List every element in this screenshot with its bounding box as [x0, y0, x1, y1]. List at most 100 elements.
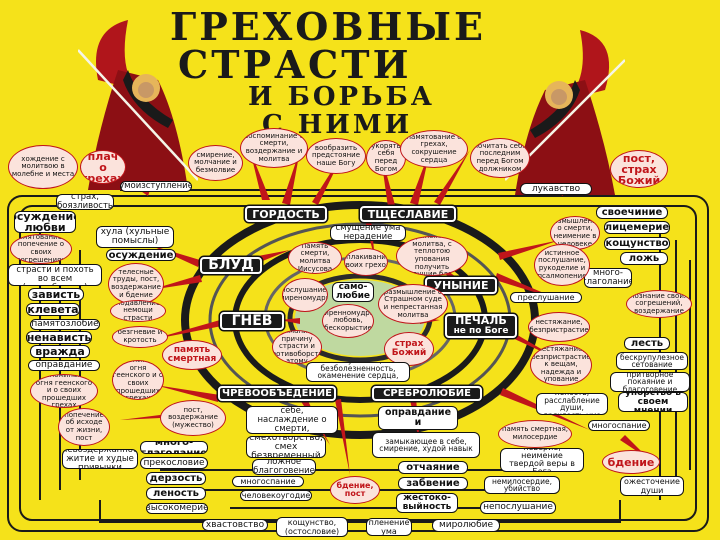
box-sleep: многоспание [588, 420, 650, 431]
oval-attention: попечение об исходе от жизни, пост [58, 408, 110, 446]
passion-vainglory: ТЩЕСЛАВИЕ [360, 206, 456, 222]
box-laziness-sin: леность, расслабление души, дряхлость ум… [536, 393, 608, 415]
box-world-love: миролюбие [432, 519, 500, 532]
passion-sorrow-line1: ПЕЧАЛЬ [455, 314, 507, 327]
box-sleep-left: многоспание [232, 476, 304, 487]
box-false: ложное благоговение [252, 459, 316, 475]
box-lie: ложь [620, 252, 668, 265]
box-unbelief: неверие, неимение твердой веры в Бога [500, 448, 584, 472]
oval-fasting: пост, воздержание (мужество) [160, 400, 226, 436]
oval-gentle: безгневие и кротость [112, 326, 168, 348]
box-enmity: вражда [30, 345, 90, 358]
box-dispute: прекословие [140, 457, 208, 469]
oval-strakh: страх Божий [384, 332, 434, 366]
oval-strakh-line1: страх [394, 339, 424, 349]
box-justification: оправдание [28, 360, 100, 371]
oval-plach-line2: о грехах [81, 160, 125, 184]
box-boasting: хвастовство [202, 519, 268, 531]
box-flattery: лесть [624, 337, 670, 350]
oval-bodily: телесные труды, пост, воздержание и бден… [108, 263, 164, 305]
box-cruelty: жестоко-выйность [396, 493, 458, 513]
passion-despondency: УНЫНИЕ [425, 277, 497, 294]
box-word: слово-оправдание и прекословие [378, 406, 458, 430]
box-arrogance: высокомерие [146, 503, 208, 514]
box-rejection: отчаяние [398, 461, 468, 474]
box-feed: смущение ума нерадение [330, 225, 406, 241]
box-self-love: само-любие [332, 282, 374, 302]
title-line-3: И БОРЬБА [248, 82, 435, 112]
oval-plach-line1: плач [87, 150, 119, 163]
oval-kindness: память смертная, милосердие [498, 420, 572, 448]
box-intemperate: невоздержанное житие и худые привычки [62, 449, 138, 469]
right-angel-figure [505, 30, 625, 195]
oval-prayer-long: прилежная молитва, с теплотою упования п… [396, 236, 468, 276]
passion-avarice: СРЕБРОЛЮБИЕ [372, 386, 482, 401]
passion-gluttony: ЧРЕВООБЪЕДЕНИЕ [218, 386, 336, 401]
oval-strakh-line2: Божий [391, 348, 427, 358]
box-stubbornness: упорство в своем мнении [618, 392, 688, 412]
box-captivity: пленение ума [366, 518, 412, 536]
oval-pamyat: память смертная [162, 340, 222, 370]
box-unprofitable: замыкающее в себе, смирение, худой навык [372, 432, 480, 458]
oval-post: пост, страх Божий [610, 150, 668, 188]
box-disobedience-1: преслушание [510, 292, 582, 303]
oval-hope-god: нестяжание, безпристрастие к вещам, наде… [530, 344, 592, 386]
oval-reflect: размышление о Страшном суде и непрестанн… [378, 284, 448, 324]
oval-mem-pray: память смерти, молитва Иисусова [288, 242, 342, 274]
box-disobedience-2: непослушание [480, 501, 556, 514]
oval-vast: внимание к причину страсти и противоборс… [272, 330, 322, 364]
box-slow: смехотворство, смех безвременный [246, 436, 326, 458]
passion-anger: ГНЕВ [220, 312, 284, 330]
box-shy: умоизступление [120, 181, 192, 192]
oval-mindful: нестяжание, безпристрастие [528, 312, 590, 342]
box-chelovekougodie: человекоугодие [240, 490, 312, 501]
box-rancor: памятозлобие [30, 319, 100, 330]
box-condemnation: осуждение [106, 249, 176, 261]
box-bitterness: ожесточение души [620, 476, 684, 496]
box-shamelessness: бескрупулезное сетование [616, 352, 688, 370]
oval-post-line2: Божий [617, 173, 661, 187]
box-kosch: кощунство, (остословие) [276, 517, 348, 537]
box-pleasing: угождение страсти и похоть во всем (посл… [8, 264, 102, 286]
box-polygl: много-глаголание [140, 441, 208, 454]
box-hula: хула (хульные помыслы) [96, 226, 174, 248]
oval-reproach: укорять себя перед Богом [366, 140, 406, 176]
oval-humility: смирение, молчание и безмолвие [188, 145, 243, 181]
title-line-2: СТРАСТИ [178, 42, 412, 87]
oval-count: почитать себя последним перед Богом долж… [470, 138, 530, 178]
oval-repent: оплакивание своих грехов [344, 248, 388, 276]
passion-sorrow-line2: не по Богe [453, 326, 509, 336]
oval-pamyat-line1: память [173, 345, 211, 355]
oval-bdenie-post: бдение, пост [330, 476, 380, 504]
oval-death-memory: воспоминание о смерти, воздержание и мол… [240, 128, 308, 168]
box-sloth: нечувствие, безболезненность, окаменение… [306, 362, 410, 382]
box-vanity: кощунство [604, 237, 670, 250]
oval-truth: истинное послушание, рукоделие и псалмоп… [534, 244, 590, 286]
passion-fornication: БЛУД [200, 257, 262, 274]
box-insolence: дерзость [146, 472, 206, 485]
box-fear: страх, боязливость [56, 194, 114, 210]
oval-cognize: познание своих согрешений, воздержание [626, 290, 692, 318]
oval-memory-death: памятование и попечение о своих согрешен… [10, 234, 72, 264]
box-laziness: леность [146, 487, 206, 500]
oval-humble-mind: смиренномудрие, любовь, бескорыстие [322, 304, 374, 338]
box-self-will: своечиние [596, 206, 668, 219]
oval-left-prayer: хождение с молитвою в молебне и места [8, 145, 78, 189]
box-hatred: ненависть [26, 331, 92, 344]
box-condemnation-love: осуждение любви [14, 211, 76, 233]
oval-post-line1: пост, страх [621, 151, 657, 176]
box-forgetfulness: забвение [398, 477, 468, 490]
oval-imagine: вообразить предстояние наше Богу [306, 138, 366, 174]
passion-pride: ГОРДОСТЬ [245, 206, 327, 222]
box-cunning: лукавство [520, 183, 592, 195]
oval-pamyat-line2: смертная [167, 354, 217, 364]
box-serve: обычай угождать себе, наслаждение о смер… [246, 406, 338, 434]
oval-obedience: послушание, смиреномудрие [282, 278, 328, 312]
oval-humble-remember: воспоминание огня геенского и о своих пр… [112, 360, 164, 400]
oval-plach: плач о грехах [80, 150, 126, 184]
oval-despair: бдение [602, 450, 660, 474]
box-envy: зависть [28, 288, 84, 301]
box-murder: немилосердие, убийство [484, 476, 560, 494]
box-false-repentance: притворное покаяние и благоговение [610, 372, 690, 392]
